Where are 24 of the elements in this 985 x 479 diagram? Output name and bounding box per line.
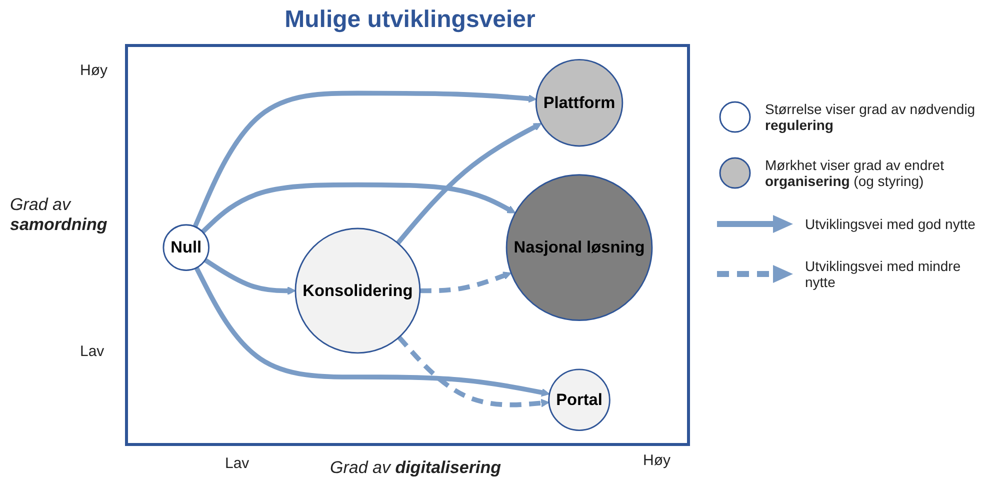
node-circle [535, 58, 623, 147]
arrow [396, 122, 542, 245]
arrow [194, 266, 550, 397]
axis-tick-label: Høy [643, 452, 670, 469]
flowchart: Null Konsolidering Plattform Nasjonal løsning Portal [146, 52, 670, 438]
legend-text: Utviklingsvei med god nytte [805, 216, 976, 232]
diagram-title: Mulige utviklingsveier [284, 6, 536, 34]
arrow [192, 90, 536, 228]
axis-tick-label: Høy [80, 62, 108, 79]
axis-title: Grad av digitalisering [330, 458, 502, 478]
arrow [420, 272, 512, 294]
legend-text: Utviklingsvei med mindre nytte [805, 258, 962, 290]
axis-tick-label: Lav [80, 343, 104, 360]
legend-text: Størrelse viser grad av nødvendig regulering [765, 101, 976, 133]
axis-tick-label: Lav [225, 455, 250, 472]
node-circle [548, 368, 610, 432]
axis-title: Grad av samordning [10, 195, 108, 235]
node-circle [506, 174, 652, 321]
arrow [200, 182, 516, 234]
node-circle [162, 224, 210, 271]
arrow [204, 258, 296, 295]
node-circle [294, 228, 420, 354]
arrow [397, 336, 550, 408]
legend-text: Mørkhet viser grad av endret organisering (og styring) [765, 157, 945, 189]
